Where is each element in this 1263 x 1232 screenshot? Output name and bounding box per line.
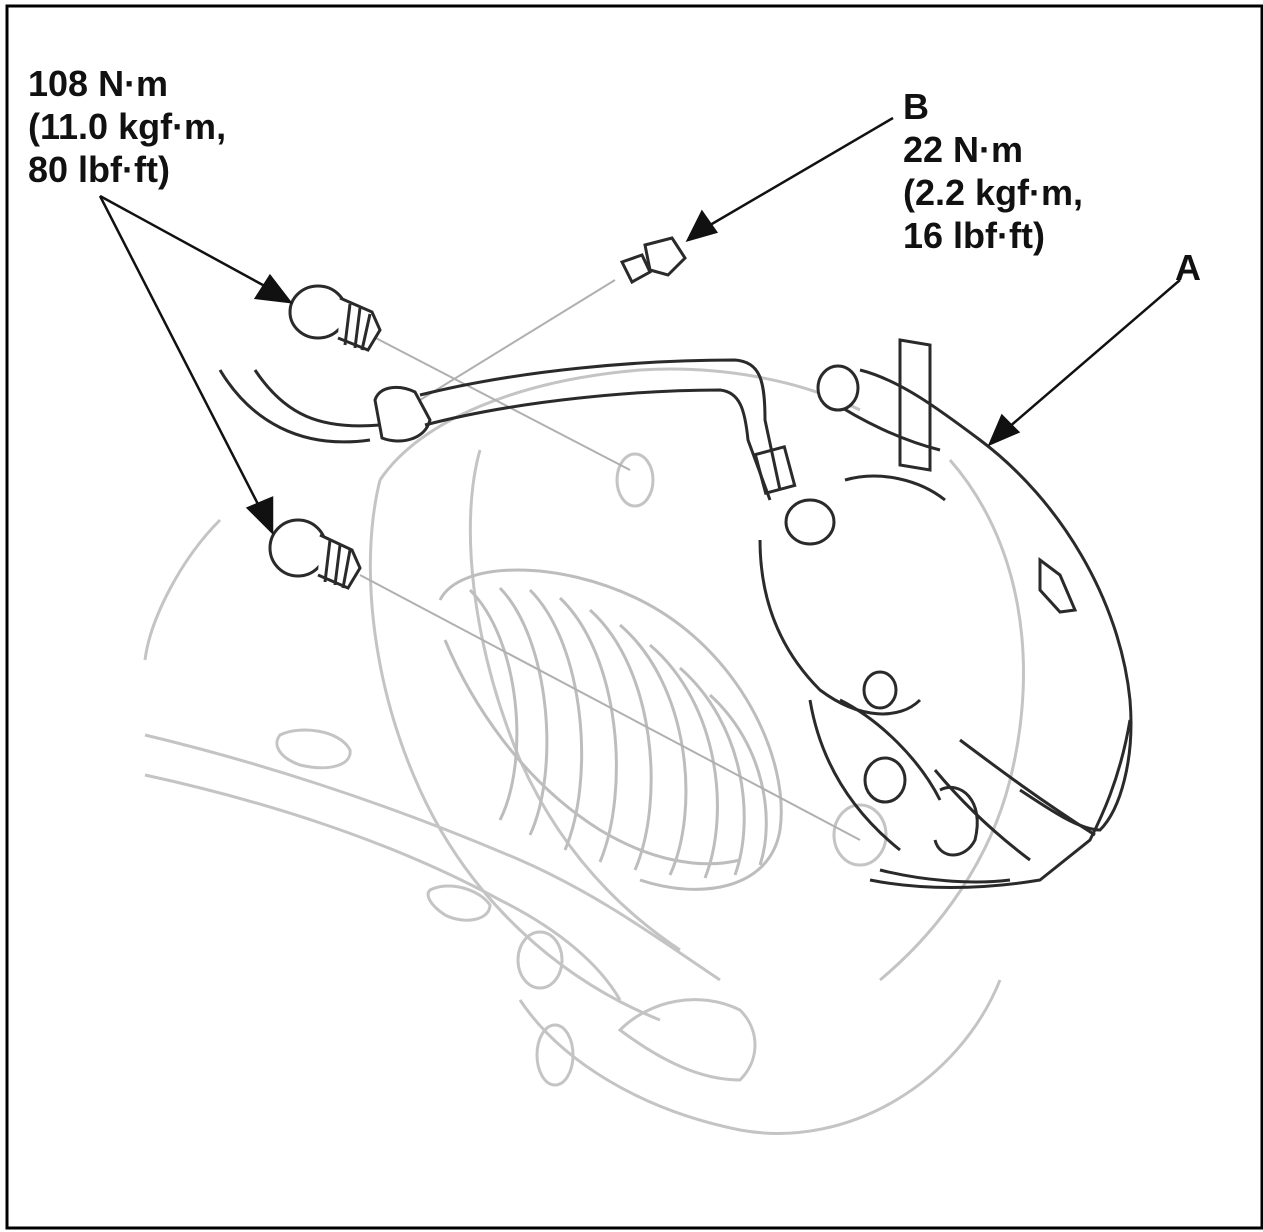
brake-caliper <box>758 338 1133 889</box>
caliper-bracket-bolt-upper <box>288 284 382 352</box>
brake-hose <box>218 358 797 501</box>
driveshaft-boot <box>438 568 783 891</box>
brake-hose-bolt-b <box>619 236 687 285</box>
torque-kgfm: (11.0 kgf·m, <box>28 106 227 147</box>
torque-lbfft: 80 lbf·ft) <box>28 149 170 190</box>
label-b: B <box>903 86 929 127</box>
caliper-bracket-bolt-lower <box>268 518 362 590</box>
torque-spec-bolt-b: B 22 N·m (2.2 kgf·m, 16 lbf·ft) <box>903 85 1083 257</box>
torque-lbfft-b: 16 lbf·ft) <box>903 215 1045 256</box>
label-a: A <box>1175 247 1201 288</box>
leader-lines <box>98 116 1181 536</box>
torque-nm-b: 22 N·m <box>903 129 1024 170</box>
torque-kgfm-b: (2.2 kgf·m, <box>903 172 1084 213</box>
caliper-fasteners <box>784 364 907 804</box>
bolt-guide-lines <box>359 279 861 841</box>
figure-frame <box>5 4 1263 1230</box>
torque-nm: 108 N·m <box>28 63 169 104</box>
torque-spec-bracket-bolts: 108 N·m (11.0 kgf·m, 80 lbf·ft) <box>28 62 226 191</box>
